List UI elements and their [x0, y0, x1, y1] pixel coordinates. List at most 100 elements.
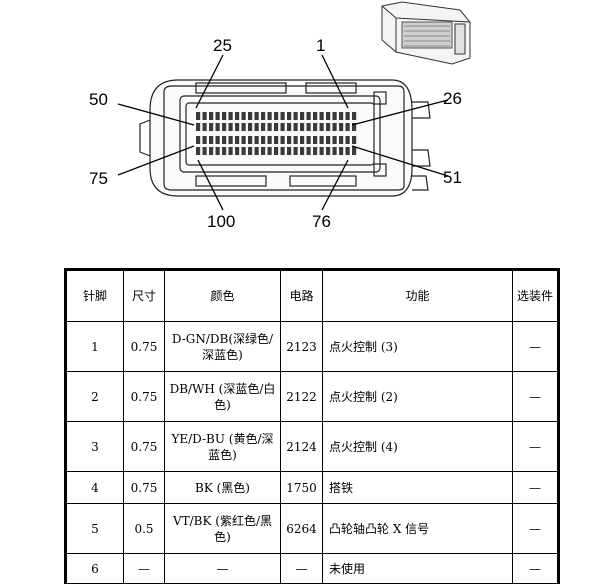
cell-function: 点火控制 (2) — [322, 371, 513, 422]
header-pin: 针脚 — [66, 270, 124, 322]
pin-cavity — [293, 147, 298, 155]
pin-cavity — [300, 136, 305, 144]
pin-cavity — [345, 112, 350, 120]
pin-label-75: 75 — [89, 169, 108, 188]
pin-cavity — [287, 147, 292, 155]
pin-cavity — [345, 147, 350, 155]
pin-cavity — [339, 123, 344, 131]
pin-cavity — [352, 147, 357, 155]
pin-cavity — [300, 123, 305, 131]
pin-cavity — [267, 123, 272, 131]
pin-label-50: 50 — [89, 90, 108, 109]
pin-cavity — [196, 112, 201, 120]
cell-pin: 6 — [66, 553, 124, 584]
pin-cavity — [254, 112, 259, 120]
pin-cavity — [339, 147, 344, 155]
cell-function: 未使用 — [322, 553, 513, 584]
pin-cavity — [196, 136, 201, 144]
pin-cavity — [313, 136, 318, 144]
pin-cavity — [293, 112, 298, 120]
cell-option: — — [512, 321, 558, 372]
pin-cavity — [261, 123, 266, 131]
pin-cavity — [228, 112, 233, 120]
pin-cavity — [274, 136, 279, 144]
cell-function: 凸轮轴凸轮 X 信号 — [322, 503, 513, 554]
pin-cavity — [280, 147, 285, 155]
pin-cavity — [235, 112, 240, 120]
pin-label-26: 26 — [443, 89, 462, 108]
table-row: 6———未使用— — [66, 553, 558, 584]
cell-size: 0.75 — [123, 421, 165, 472]
header-function: 功能 — [322, 270, 513, 322]
pin-cavity — [332, 123, 337, 131]
pin-label-51: 51 — [443, 168, 462, 187]
pin-cavity — [209, 136, 214, 144]
pin-cavity — [319, 136, 324, 144]
pin-label-25: 25 — [213, 36, 232, 55]
header-size: 尺寸 — [123, 270, 165, 322]
cell-size: — — [123, 553, 165, 584]
pin-cavity — [254, 123, 259, 131]
pin-cavity — [313, 147, 318, 155]
pin-cavity — [248, 123, 253, 131]
pin-cavity — [280, 112, 285, 120]
pin-cavity — [248, 136, 253, 144]
pin-cavity — [293, 136, 298, 144]
pin-cavity — [222, 112, 227, 120]
pin-cavity — [326, 147, 331, 155]
pin-cavity — [267, 112, 272, 120]
cell-color: YE/D-BU (黄色/深蓝色) — [164, 421, 281, 472]
pin-cavity — [313, 123, 318, 131]
pin-cavity — [209, 147, 214, 155]
pin-cavity — [345, 136, 350, 144]
pin-cavity — [345, 123, 350, 131]
pin-cavity — [306, 123, 311, 131]
cell-option: — — [512, 421, 558, 472]
pin-cavity — [261, 136, 266, 144]
cell-pin: 2 — [66, 371, 124, 422]
pin-cavity — [196, 123, 201, 131]
pin-cavity — [215, 136, 220, 144]
pin-cavity — [287, 112, 292, 120]
pin-cavity — [241, 112, 246, 120]
pin-cavity — [326, 123, 331, 131]
pin-cavity — [332, 136, 337, 144]
pin-cavity — [306, 136, 311, 144]
cell-size: 0.75 — [123, 471, 165, 504]
cell-circuit: 2124 — [280, 421, 323, 472]
pin-cavity — [326, 112, 331, 120]
cell-option: — — [512, 503, 558, 554]
pin-cavity — [209, 123, 214, 131]
cell-pin: 3 — [66, 421, 124, 472]
cell-color: VT/BK (紫红色/黑色) — [164, 503, 281, 554]
pin-cavity — [352, 123, 357, 131]
pin-cavity — [209, 112, 214, 120]
pin-cavity — [202, 112, 207, 120]
cell-size: 0.75 — [123, 371, 165, 422]
cell-color: BK (黑色) — [164, 471, 281, 504]
pin-label-1: 1 — [316, 36, 325, 55]
pin-cavity — [261, 112, 266, 120]
cell-circuit: 2123 — [280, 321, 323, 372]
pin-cavity — [274, 123, 279, 131]
pin-cavity — [222, 136, 227, 144]
pin-cavity — [352, 136, 357, 144]
pin-cavity — [254, 147, 259, 155]
pin-cavity — [339, 112, 344, 120]
pin-label-76: 76 — [312, 212, 331, 231]
pin-cavity — [300, 147, 305, 155]
pin-cavity — [261, 147, 266, 155]
table-header-row: 针脚 尺寸 颜色 电路 功能 选装件 — [66, 270, 558, 322]
pin-cavity — [326, 136, 331, 144]
cell-size: 0.5 — [123, 503, 165, 554]
pin-cavity — [313, 112, 318, 120]
pin-cavity — [241, 136, 246, 144]
cell-circuit: — — [280, 553, 323, 584]
pin-cavity — [287, 136, 292, 144]
pin-cavity — [280, 123, 285, 131]
leader-lines — [117, 54, 449, 211]
